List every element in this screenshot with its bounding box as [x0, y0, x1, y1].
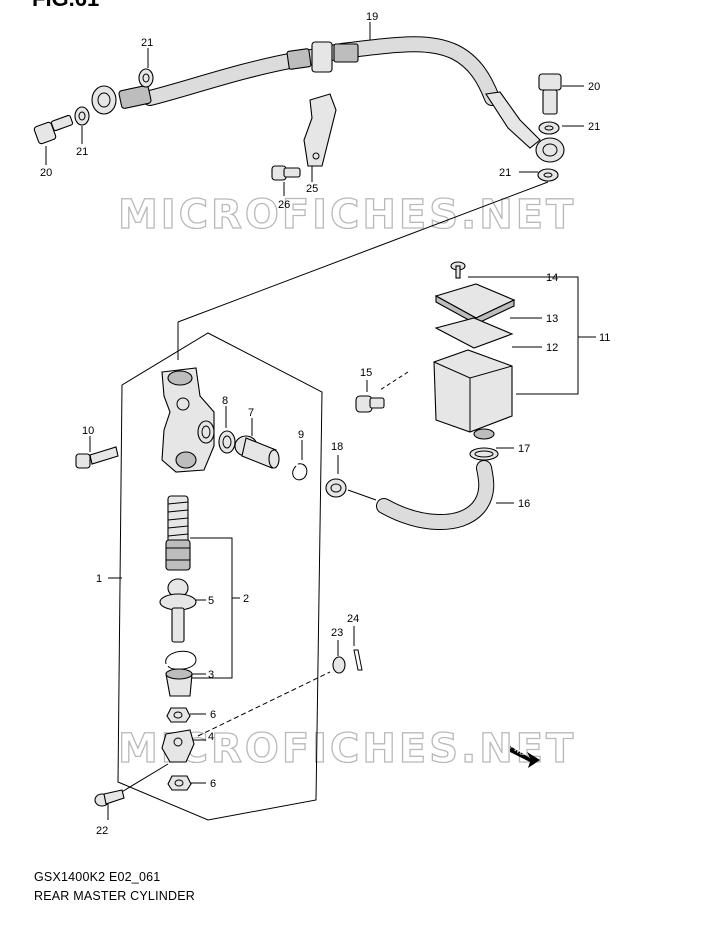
callout-23: 23	[331, 627, 343, 639]
callout-8: 8	[222, 395, 228, 407]
hose-clip-17	[469, 447, 499, 461]
nut-6-lower	[167, 775, 192, 791]
callout-16: 16	[518, 498, 530, 510]
cotter-pin-24	[353, 649, 363, 671]
footer-code: GSX1400K2 E02_061	[34, 870, 161, 884]
nut-6-upper	[166, 707, 191, 723]
callout-19: 19	[366, 11, 378, 23]
bolt-15	[355, 395, 385, 413]
bolt-10	[75, 446, 119, 469]
hose-clamp-25	[303, 93, 337, 167]
hose-clip-18	[325, 478, 347, 498]
o-ring-8	[218, 430, 236, 454]
callout-22: 22	[96, 825, 108, 837]
master-cylinder-body	[161, 367, 215, 473]
callout-21b: 21	[76, 146, 88, 158]
callout-20b: 20	[588, 81, 600, 93]
union-bolt-right	[538, 73, 562, 115]
footer-title: REAR MASTER CYLINDER	[34, 889, 195, 903]
piston	[165, 539, 191, 571]
spring	[167, 495, 189, 545]
circlip-9	[292, 463, 308, 481]
callout-21a: 21	[141, 37, 153, 49]
brake-hose	[91, 36, 565, 163]
callout-24: 24	[347, 613, 359, 625]
callout-1: 1	[96, 573, 102, 585]
callout-18: 18	[331, 441, 343, 453]
washer-23	[332, 656, 346, 674]
diaphragm-12	[434, 317, 514, 349]
callout-13: 13	[546, 313, 558, 325]
callout-6b: 6	[210, 778, 216, 790]
callout-12: 12	[546, 342, 558, 354]
union-bolt-left	[33, 114, 74, 145]
callout-17: 17	[518, 443, 530, 455]
callout-21c: 21	[588, 121, 600, 133]
callout-3: 3	[208, 669, 214, 681]
leader-lines	[45, 22, 596, 820]
callout-20a: 20	[40, 167, 52, 179]
reservoir-body	[433, 349, 513, 433]
callout-4: 4	[208, 731, 214, 743]
boot-3	[165, 668, 193, 697]
push-rod-5	[159, 578, 197, 643]
callout-25: 25	[306, 183, 318, 195]
circlip-ring	[165, 650, 197, 670]
callout-26: 26	[278, 199, 290, 211]
callout-11: 11	[599, 332, 610, 344]
figure-label: FIG.61	[32, 0, 99, 12]
clevis-pin-22	[94, 789, 125, 807]
callout-9: 9	[298, 429, 304, 441]
callout-7: 7	[248, 407, 254, 419]
screw-14	[450, 261, 466, 279]
washer-21b	[74, 106, 90, 126]
callout-14: 14	[546, 272, 558, 284]
washer-21c	[538, 121, 560, 135]
reservoir-cap-13	[434, 283, 516, 319]
callout-6a: 6	[210, 709, 216, 721]
washer-21a	[138, 68, 154, 88]
callout-2: 2	[243, 593, 249, 605]
watermark-top: MICROFICHES.NET	[118, 192, 576, 238]
callout-21d: 21	[499, 167, 511, 179]
assembly-outline	[117, 332, 323, 821]
clevis-4	[161, 729, 195, 763]
watermark-bottom: MICROFICHES.NET	[118, 726, 576, 772]
bolt-26	[271, 165, 301, 181]
callout-15: 15	[360, 367, 372, 379]
callout-5: 5	[208, 595, 214, 607]
hose-connector-7	[234, 435, 280, 469]
callout-10: 10	[82, 425, 94, 437]
washer-21d	[537, 168, 559, 182]
